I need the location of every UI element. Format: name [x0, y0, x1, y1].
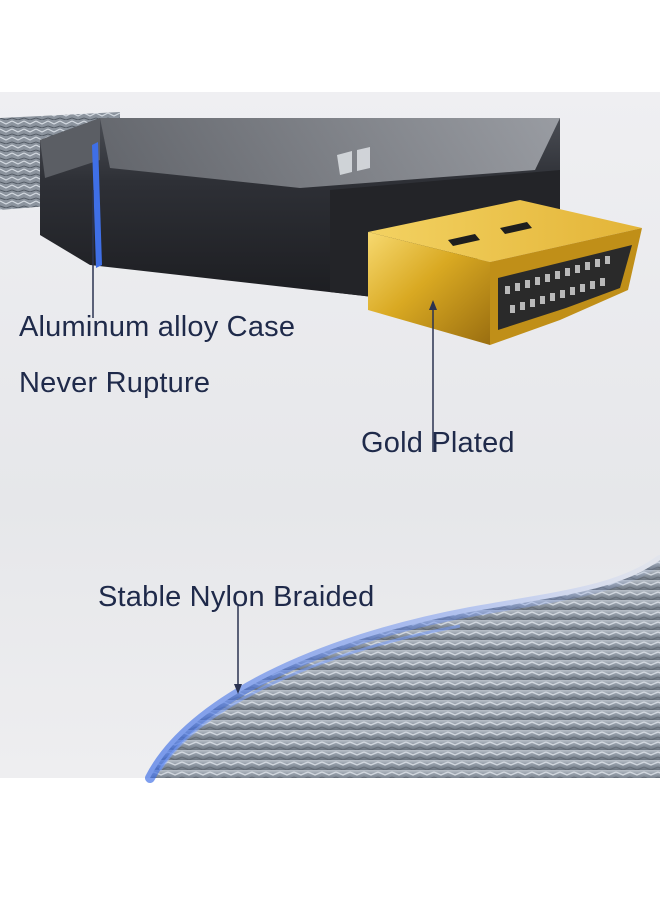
callout-never-rupture: Never Rupture: [19, 367, 211, 399]
blue-seam: [92, 142, 102, 268]
callout-nylon-braided: Stable Nylon Braided: [98, 581, 375, 613]
nylon-arrow-icon: [234, 684, 242, 694]
callout-aluminum-case: Aluminum alloy Case: [19, 311, 296, 343]
gold-plug: [368, 200, 642, 345]
callout-gold-plated: Gold Plated: [361, 427, 515, 459]
gold-arrow-icon: [429, 300, 437, 310]
braided-cable: [145, 555, 660, 783]
